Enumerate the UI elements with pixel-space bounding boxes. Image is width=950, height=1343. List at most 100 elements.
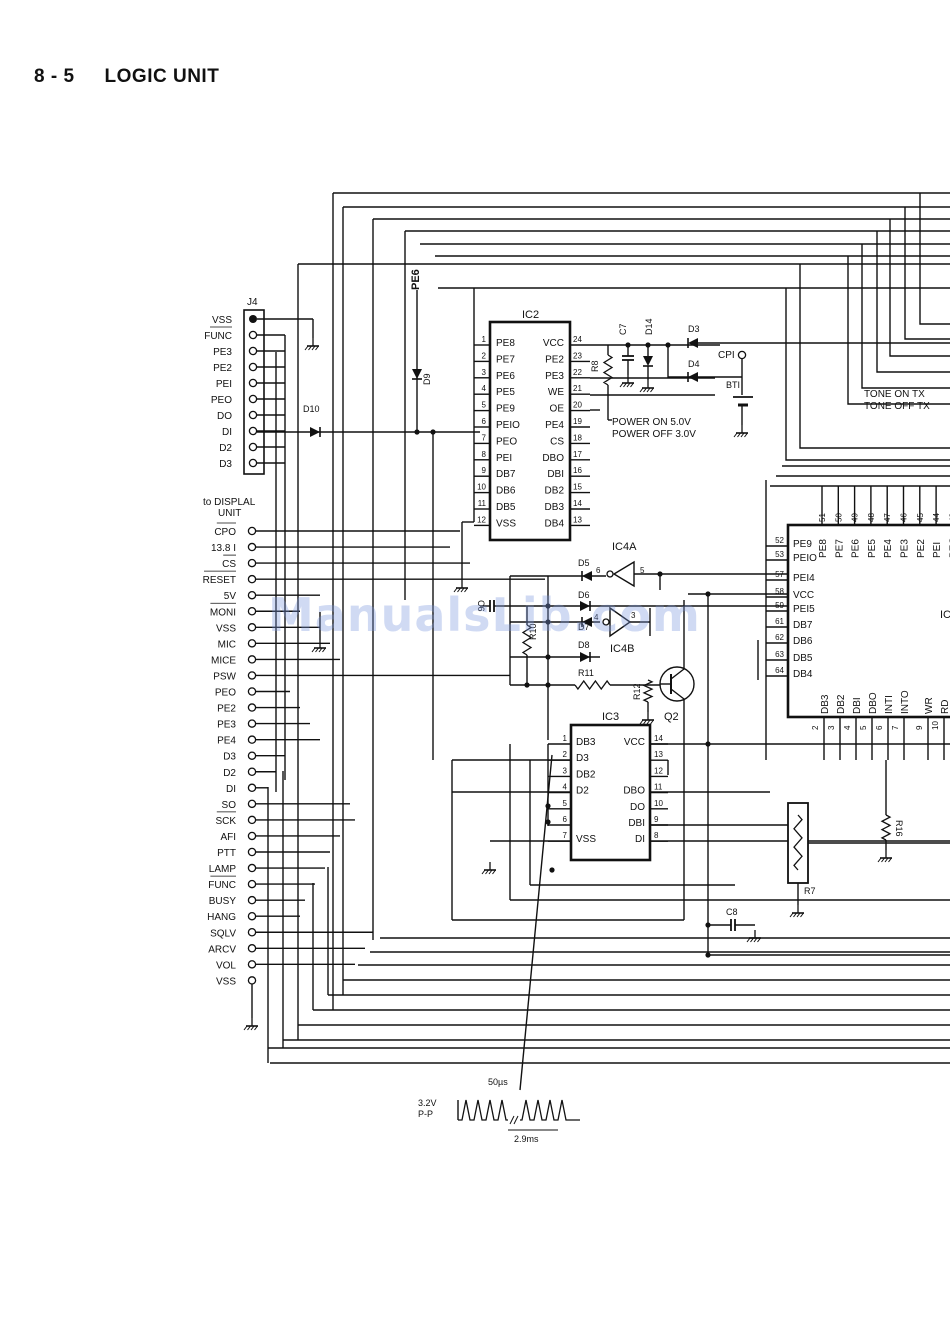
r12-resistor	[642, 679, 654, 703]
j4-pin	[248, 410, 258, 420]
ground-symbol	[650, 719, 654, 725]
ic3-pin-number: 11	[654, 783, 663, 792]
display-pin	[247, 623, 257, 632]
ic2-pin-number: 6	[482, 417, 487, 426]
r11-resistor	[574, 679, 611, 691]
ic3-label: IC3	[602, 711, 619, 723]
component-layer	[204, 309, 950, 1131]
cp1-terminal	[737, 350, 747, 360]
ic3-pin-number: 3	[563, 766, 568, 775]
junction-dot	[430, 429, 436, 435]
display-pin-label: D2	[223, 768, 236, 779]
j4-label: J4	[247, 297, 258, 308]
junction-dot	[545, 803, 551, 809]
ic2-pin-number: 23	[573, 351, 582, 360]
ground-symbol	[457, 587, 461, 593]
display-pin	[247, 687, 257, 696]
bus-wire	[799, 264, 950, 449]
ic4a-label: IC4A	[612, 541, 637, 553]
ic1-pin-number: 59	[775, 601, 784, 610]
ic1-pin-number: 61	[775, 617, 784, 626]
bus-wire	[919, 193, 950, 325]
ic3-pin-number: 7	[563, 831, 568, 840]
ground-symbol	[247, 1025, 251, 1031]
ic2-pin-label: OE	[550, 404, 565, 415]
waveform-period-label: 2.9ms	[514, 1134, 539, 1144]
ic1-pin-label: DB6	[793, 636, 813, 647]
j4-pin-label: PE2	[213, 363, 232, 374]
d5-diode	[582, 571, 592, 581]
ic1-pin-label: PE7	[834, 539, 845, 558]
display-pin	[247, 911, 257, 921]
ic2-body	[488, 320, 572, 542]
j4-pin	[248, 458, 258, 468]
j4-pin	[248, 346, 258, 356]
display-unit-label: UNIT	[218, 508, 241, 519]
ic2-pin-number: 17	[573, 450, 582, 459]
bus-wire	[847, 256, 950, 405]
junction-dot	[705, 952, 711, 958]
ic3-pin-label: DB2	[576, 769, 596, 780]
ground-symbol	[250, 1025, 255, 1031]
ic1-pin-number: 51	[818, 513, 827, 522]
ic3-pin-label: VCC	[624, 737, 645, 748]
ground-symbol	[623, 382, 627, 388]
ic2-pin-label: PE4	[545, 420, 564, 431]
ic4b-pin: 4	[594, 613, 599, 622]
ic1-pin-number: 46	[900, 513, 909, 522]
ic2-pin-label: PE8	[496, 338, 515, 349]
junction-dot	[545, 654, 551, 660]
ic3-pin-number: 5	[563, 799, 568, 808]
j4-connector-body	[243, 309, 265, 475]
ic2-pin-number: 19	[573, 417, 582, 426]
ic2-pin-number: 12	[477, 515, 486, 524]
ic1-pin-number: 5	[859, 725, 868, 730]
j4-pin-label: PEO	[211, 395, 232, 406]
ic2-pin-label: PE9	[496, 404, 515, 415]
waveform-pp-label: P-P	[418, 1109, 433, 1119]
d5-label: D5	[578, 558, 590, 568]
j4-pin	[248, 378, 258, 388]
junction-dot	[645, 342, 651, 348]
display-unit-label: to DISPLAL	[203, 497, 256, 508]
ic1-pin-number: 2	[811, 725, 820, 730]
pe6-label: PE6	[410, 269, 422, 290]
d4-label: D4	[688, 359, 700, 369]
ic3-pin-number: 14	[654, 734, 663, 743]
ic1-pin-label: PEO	[948, 537, 950, 558]
r7-resistor	[793, 814, 803, 871]
bus-wire	[904, 207, 950, 340]
bus-wire	[861, 244, 950, 389]
ground-symbol	[304, 345, 309, 351]
waveform-pointer	[519, 754, 553, 1091]
ic1-pin-label: DBO	[868, 692, 879, 714]
ic2-pin-label: PEI	[496, 453, 512, 464]
ic1-pin-label: DB4	[793, 669, 813, 680]
ic2-pin-label: PEIO	[496, 420, 520, 431]
ground-symbol	[650, 387, 654, 393]
waveform-pulse-label: 50µs	[488, 1077, 508, 1087]
ic1-body	[786, 523, 950, 719]
ic2-pin-number: 8	[482, 450, 487, 459]
d4-diode	[688, 372, 698, 382]
ic2-pin-number: 2	[482, 351, 487, 360]
ic1-pin-number: 3	[827, 725, 836, 730]
ic2-pin-number: 1	[482, 335, 487, 344]
r16-label: R16	[894, 820, 904, 837]
display-pin	[247, 590, 257, 600]
ic2-pin-label: VCC	[543, 338, 564, 349]
display-pin-label: CS	[222, 559, 236, 570]
ground-symbol	[254, 1025, 258, 1031]
display-pin	[247, 542, 257, 552]
d8-label: D8	[578, 640, 590, 650]
ic3-body	[569, 723, 652, 862]
ic1-pin-number: 64	[775, 666, 784, 675]
ground-symbol	[646, 719, 651, 725]
ic3-pin-number: 4	[563, 783, 568, 792]
ic2-pin-label: DB6	[496, 486, 516, 497]
ground-symbol	[740, 432, 745, 438]
ic2-pin-label: PEO	[496, 436, 517, 447]
display-pin-label: 13.8 I	[211, 543, 236, 554]
ic2-pin-label: PE3	[545, 371, 564, 382]
